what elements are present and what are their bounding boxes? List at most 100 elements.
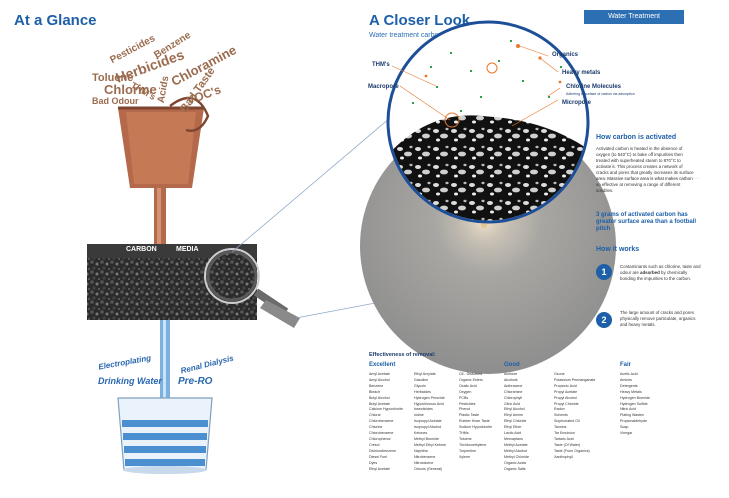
list-item: Propyl Acetate — [554, 389, 578, 394]
list-item: Isopropyl Acetate — [414, 419, 442, 424]
list-item: Solvents — [554, 413, 568, 418]
list-item: Ketones — [414, 431, 428, 436]
list-item: Lactic Acid — [504, 431, 522, 436]
list-item: Oxalic Acid — [459, 383, 477, 388]
list-item: Organic Acids — [504, 460, 527, 465]
list-item: Chlorophyll — [504, 395, 522, 400]
list-item: Oxygen — [459, 389, 472, 394]
list-item: Taste (Of Water) — [554, 442, 581, 447]
label-chlorine-molecules: Chlorine Molecules — [566, 84, 622, 90]
list-item: Hypochlorous Acid — [414, 401, 444, 406]
list-item: Ozone — [554, 372, 565, 376]
list-item: Potassium Permanganate — [554, 377, 596, 382]
use-drinking-water: Drinking Water — [98, 376, 162, 386]
list-item: Turpentine — [459, 448, 477, 453]
how-activated-body: Activated carbon is heated in the absenc… — [596, 146, 694, 193]
effectiveness-title: Effectiveness of removal: — [369, 352, 436, 358]
list-item: Sulphonated Oil — [554, 419, 580, 424]
list-item: Gasoline — [414, 377, 429, 382]
list-item: Dichlorobenzene — [369, 448, 396, 453]
right-subtitle: Water treatment carbon — [369, 32, 443, 39]
good-head: Good — [504, 362, 520, 368]
list-item: Pesticides — [459, 401, 476, 406]
list-item: Acetone — [504, 372, 518, 376]
list-item: Heavy Metals — [620, 389, 642, 394]
list-item: Nitrobenzene — [414, 454, 436, 459]
list-item: Sodium Hypochlorite — [459, 425, 493, 430]
list-item: Nitric Acid — [620, 407, 636, 412]
list-item: Iodine — [414, 413, 424, 418]
list-item: Vinegar — [620, 431, 633, 436]
fair-head: Fair — [620, 362, 632, 368]
list-item: Odours (General) — [414, 466, 442, 471]
list-item: Hydrogen Sulfide — [620, 401, 648, 406]
list-item: Anthracene — [504, 383, 523, 388]
list-item: Methyl Chloride — [504, 454, 529, 459]
list-item: Hydrogen Bromide — [620, 395, 650, 400]
list-item: Plating Wastes — [620, 413, 644, 418]
list-item: Propionic Acid — [554, 383, 577, 388]
list-item: Amyl Acetate — [369, 372, 390, 376]
list-item: Cresol — [369, 442, 380, 447]
list-item: Amines — [620, 377, 632, 382]
step-2-text: The large amount of cracks and pores phy… — [620, 310, 696, 327]
list-item: Rubber Hose Taste — [459, 419, 490, 424]
fact-text: 3 grams of activated carbon has greater … — [596, 212, 697, 232]
magnifier-icon — [206, 250, 258, 302]
list-item: Methyl Ethyl Ketone — [414, 442, 446, 447]
list-item: Organic Esters — [459, 377, 483, 382]
how-works-title: How it works — [596, 246, 640, 253]
list-item: Ethyl Acetate — [369, 466, 390, 471]
step-2-badge: 2 — [596, 312, 612, 328]
step-1-badge: 1 — [596, 264, 612, 280]
label-organics: Organics — [552, 52, 579, 58]
list-item: Naphtha — [414, 448, 428, 453]
list-item: PCBs — [459, 395, 469, 400]
list-item: Toluene — [459, 436, 472, 441]
list-item: Trichloroethylene — [459, 442, 487, 447]
list-item: Methyl Bromide — [414, 436, 439, 441]
list-item: Oil - Dissolved — [459, 372, 483, 376]
list-item: Benzene — [369, 383, 384, 388]
list-item: Alcohols — [504, 377, 518, 382]
list-item: Chloral — [369, 413, 381, 418]
list-item: Xanthophyll — [554, 454, 573, 459]
list-item: Propyl Alcohol — [554, 395, 577, 400]
list-item: Dyes — [369, 460, 378, 465]
list-item: Xylene — [459, 454, 470, 459]
list-item: Tannins — [554, 425, 567, 430]
list-item: Herbicides — [414, 389, 431, 394]
how-activated-title: How carbon is activated — [596, 134, 677, 141]
section-badge: Water Treatment — [584, 10, 684, 24]
list-item: Butyl Acetate — [369, 401, 390, 406]
list-item: Soap — [620, 425, 629, 430]
list-item: Ethyl Ether — [504, 425, 522, 430]
list-item: Methyl Alcohol — [504, 448, 528, 453]
list-item: Ethyl Amine — [504, 413, 523, 418]
list-item: Propyl Chloride — [554, 401, 579, 406]
list-item: Chlorine — [369, 425, 383, 430]
list-item: Methyl Acetate — [504, 442, 528, 447]
list-item: Nitrotoluene — [414, 460, 434, 465]
list-item: Organic Salts — [504, 466, 526, 471]
list-item: Citric Acid — [504, 401, 520, 406]
label-heavy-metals: Heavy metals — [562, 70, 601, 76]
media-label: MEDIA — [176, 246, 199, 253]
list-item: Ethyl Acrylate — [414, 372, 436, 376]
label-macropore: Macropore — [368, 84, 399, 90]
list-item: Bleach — [369, 389, 380, 394]
list-item: Hydrogen Peroxide — [414, 395, 445, 400]
step-1-text: Contaminants such as chlorine, taste and… — [620, 264, 701, 281]
excellent-head: Excellent — [369, 362, 396, 368]
list-item: Butyl Alcohol — [369, 395, 390, 400]
list-item: Amyl Alcohol — [369, 377, 390, 382]
list-item: Ethyl Chloride — [504, 419, 527, 424]
list-item: Tar Emulsion — [554, 431, 575, 436]
list-item: Plastic Taste — [459, 413, 480, 418]
list-item: Taste (From Organics) — [554, 448, 590, 453]
